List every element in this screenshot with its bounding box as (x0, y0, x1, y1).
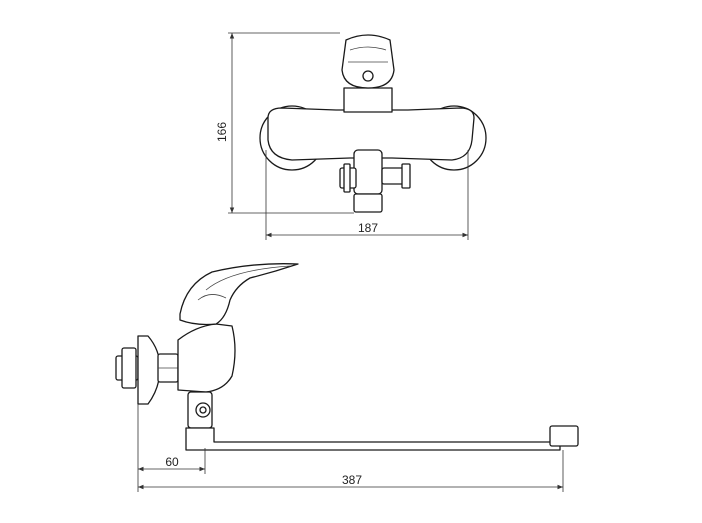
mixer-body-side (177, 323, 236, 393)
height-dimension: 166 (215, 32, 354, 214)
length-dimension: 387 (138, 450, 564, 492)
offset-dimension: 60 (137, 404, 206, 492)
diverter-body (353, 149, 383, 195)
mixer-body (267, 107, 475, 161)
spout-tip (549, 425, 579, 447)
height-label: 166 (215, 122, 229, 142)
wall-flange (137, 335, 161, 405)
width-dimension: 187 (265, 150, 469, 240)
front-view (259, 34, 487, 213)
offset-label: 60 (165, 455, 179, 469)
lever-side (179, 263, 299, 326)
side-view (115, 263, 579, 451)
width-label: 187 (358, 221, 378, 235)
length-label: 387 (342, 473, 362, 487)
indicator-dot (362, 70, 374, 82)
spout-outlet (353, 193, 383, 213)
spout (185, 427, 577, 451)
cartridge-housing (343, 87, 393, 113)
